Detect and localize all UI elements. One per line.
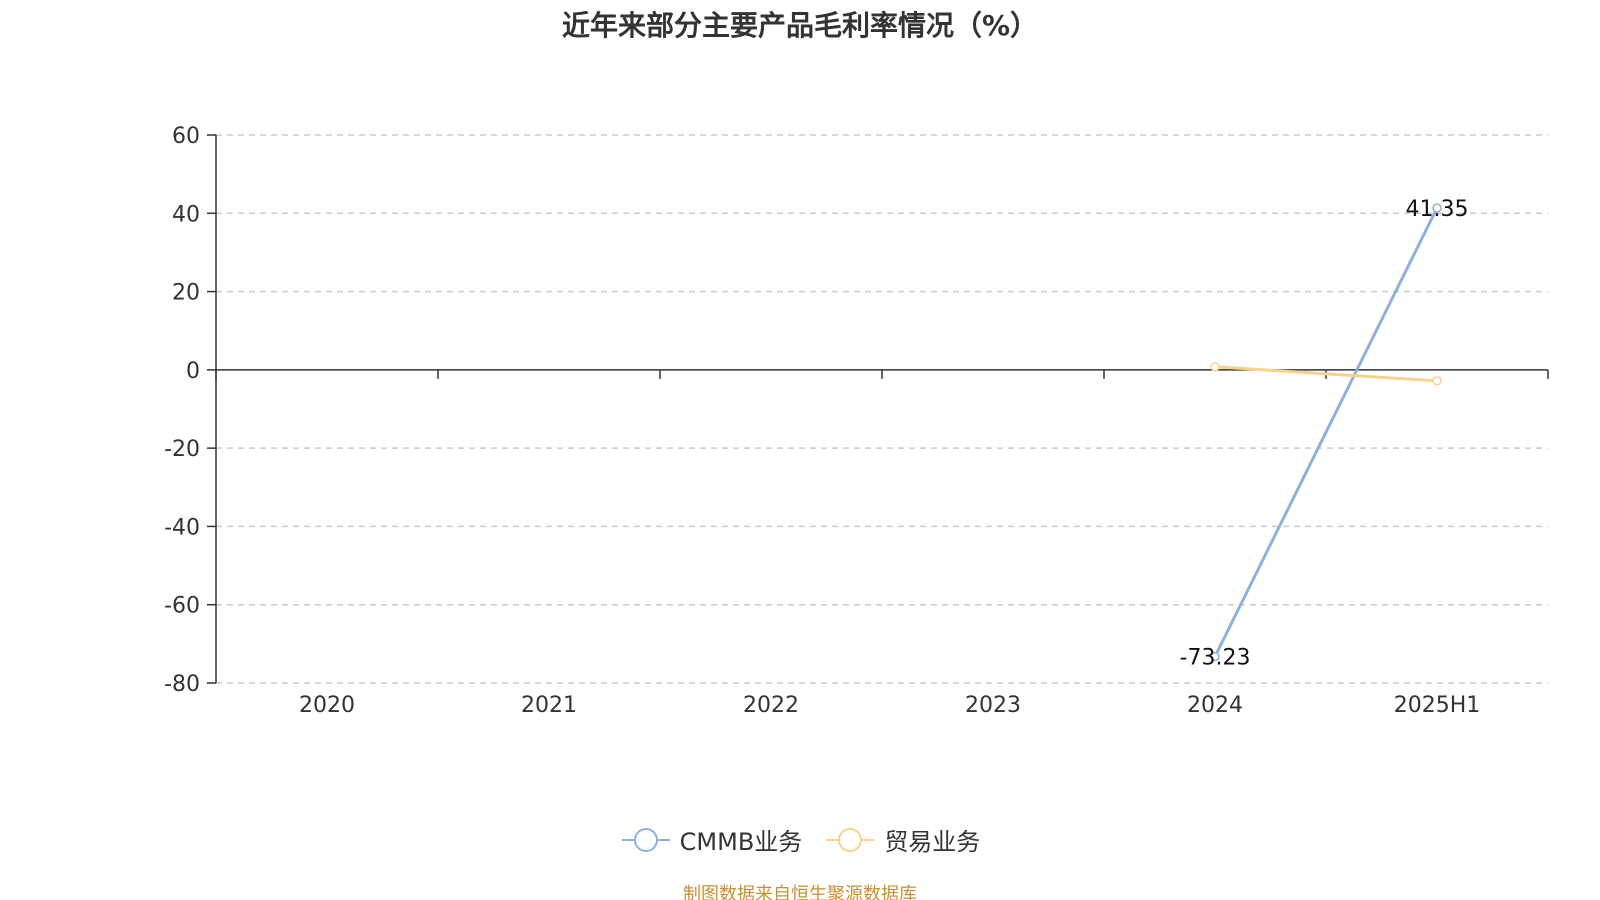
y-tick-label: -40 [164,515,200,540]
legend-marker-trade [826,827,875,852]
y-tick-label: -80 [164,672,200,697]
data-label: 41.35 [1406,197,1469,222]
x-tick-label: 2020 [299,693,355,718]
series-line-1 [1214,365,1438,383]
y-tick-label: 40 [172,202,200,227]
y-tick-label: 20 [172,281,200,306]
data-point [1210,361,1220,372]
legend: CMMB业务 贸易业务 [0,822,1600,857]
data-label: -73.23 [1180,646,1251,671]
x-tick-label: 2023 [965,693,1021,718]
legend-label-cmmb: CMMB业务 [679,828,803,856]
legend-item-trade[interactable]: 贸易业务 [824,822,980,857]
x-tick-label: 2022 [743,693,799,718]
data-point [1432,203,1442,213]
chart-title: 近年来部分主要产品毛利率情况（%） [561,9,1039,42]
data-point [1210,651,1220,662]
y-tick-label: -60 [164,594,200,619]
y-tick-label: 0 [186,359,200,384]
x-tick-label: 2021 [521,693,577,718]
data-point [1432,376,1442,386]
legend-item-cmmb[interactable]: CMMB业务 [620,822,803,857]
source-note: 制图数据来自恒生聚源数据库 [683,884,917,900]
series-line-0 [1213,207,1439,658]
y-tick-label: 60 [172,124,200,149]
x-tick-label: 2024 [1187,693,1243,718]
x-tick-label: 2025H1 [1394,693,1481,718]
legend-label-trade: 贸易业务 [884,828,981,856]
y-tick-label: -20 [164,437,200,462]
legend-marker-cmmb [621,827,670,852]
